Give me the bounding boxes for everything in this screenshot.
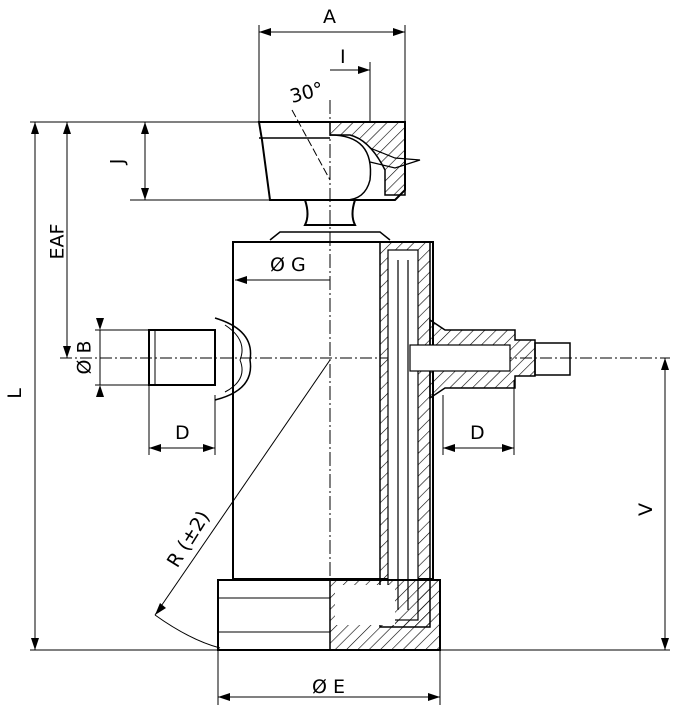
dim-J-label: J — [106, 158, 129, 165]
dim-V-label: V — [635, 503, 657, 516]
dim-D-left-label: D — [175, 422, 190, 444]
dim-B-label: Ø B — [73, 340, 96, 375]
dim-D-right-label: D — [470, 422, 485, 444]
dim-E-label: Ø E — [312, 676, 345, 698]
arrowheads — [31, 28, 669, 701]
dim-I-label: I — [340, 46, 346, 68]
dim-A-label: A — [323, 6, 336, 28]
dim-EAF-label: EAF — [46, 223, 69, 260]
dim-G-label: Ø G — [270, 254, 306, 276]
dim-L-label: L — [3, 388, 26, 399]
